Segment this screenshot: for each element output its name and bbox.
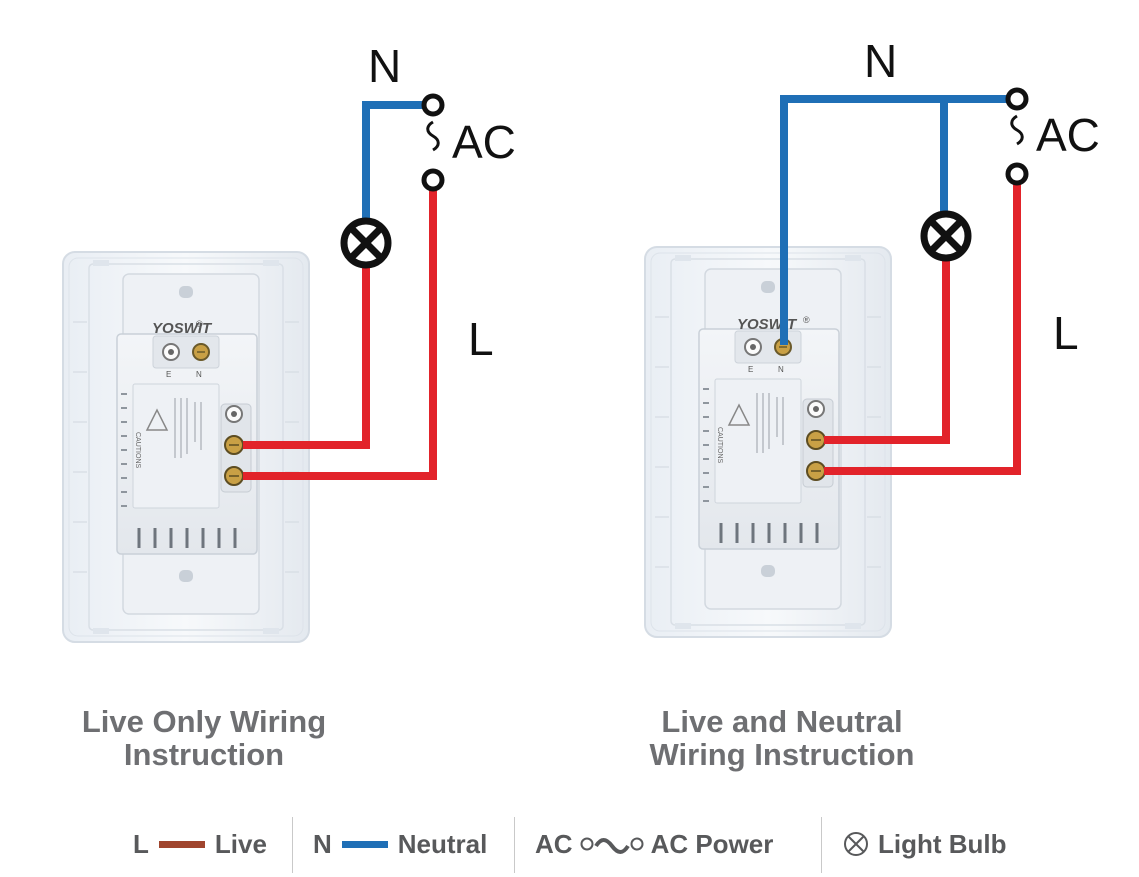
ac-source-icon <box>421 93 445 192</box>
brand-logo-left: YOSWIT <box>152 320 213 337</box>
legend-ac: AC AC Power <box>535 815 773 873</box>
light-bulb-icon <box>340 217 392 269</box>
ac-power-icon <box>580 837 644 854</box>
legend-bulb-label: Light Bulb <box>878 828 1007 859</box>
live-wire-supply-right <box>824 182 1021 475</box>
legend-bulb: Light Bulb <box>842 815 1007 873</box>
live-label-right: L <box>1053 307 1079 359</box>
terminal-n-label-right: N <box>778 365 784 374</box>
live-wire-lamp-right <box>824 258 950 444</box>
legend-live-abbr: L <box>133 828 149 859</box>
legend-neutral-abbr: N <box>313 828 332 859</box>
legend-divider <box>292 817 293 873</box>
terminal-n-label-left: N <box>196 370 202 379</box>
title-live-neutral-line1: Live and Neutral <box>661 704 903 739</box>
legend-live-label: Live <box>214 828 267 859</box>
diagram-live-neutral: YOSWIT ® E N CAUTIONS N AC L <box>643 35 1100 639</box>
legend-live: L Live <box>133 815 267 873</box>
legend-divider <box>821 817 822 873</box>
ac-label-right: AC <box>1036 109 1100 161</box>
neutral-wire-left <box>362 101 424 238</box>
brand-registered-right: ® <box>803 315 810 325</box>
legend-neutral: N Neutral <box>313 815 487 873</box>
brand-registered-left: ® <box>196 319 203 329</box>
terminal-e-label-left: E <box>166 370 171 379</box>
live-label-left: L <box>468 313 494 365</box>
live-wire-lamp-left <box>243 262 370 449</box>
diagram-live-only: YOSWIT ® E N CAUTIONS N AC L <box>61 40 516 644</box>
title-live-only-line1: Live Only Wiring <box>81 704 327 739</box>
caution-label-right: CAUTIONS <box>716 427 723 464</box>
legend-neutral-label: Neutral <box>397 828 488 859</box>
brand-logo-right: YOSWIT <box>737 316 798 333</box>
neutral-label-left: N <box>368 40 401 92</box>
live-swatch-icon <box>158 840 205 848</box>
ac-source-icon <box>1005 87 1029 186</box>
light-bulb-icon <box>920 210 972 262</box>
ac-label-left: AC <box>452 116 516 168</box>
live-wire-supply-left <box>243 188 437 480</box>
title-live-neutral: Live and Neutral Wiring Instruction <box>622 705 942 771</box>
title-live-only-line2: Instruction <box>123 737 285 772</box>
terminal-e-label-right: E <box>748 365 753 374</box>
neutral-swatch-icon <box>341 840 388 848</box>
legend-divider <box>514 817 515 873</box>
bulb-symbol-icon <box>844 832 868 856</box>
legend-ac-abbr: AC <box>535 828 573 859</box>
legend-ac-label: AC Power <box>650 828 774 859</box>
caution-label-left: CAUTIONS <box>134 432 141 469</box>
title-live-neutral-line2: Wiring Instruction <box>649 737 915 772</box>
title-live-only: Live Only Wiring Instruction <box>54 705 354 771</box>
legend: L Live N Neutral AC AC Power Light Bulb <box>0 815 1139 875</box>
neutral-wire-right <box>780 95 1007 345</box>
neutral-label-right: N <box>864 35 897 87</box>
